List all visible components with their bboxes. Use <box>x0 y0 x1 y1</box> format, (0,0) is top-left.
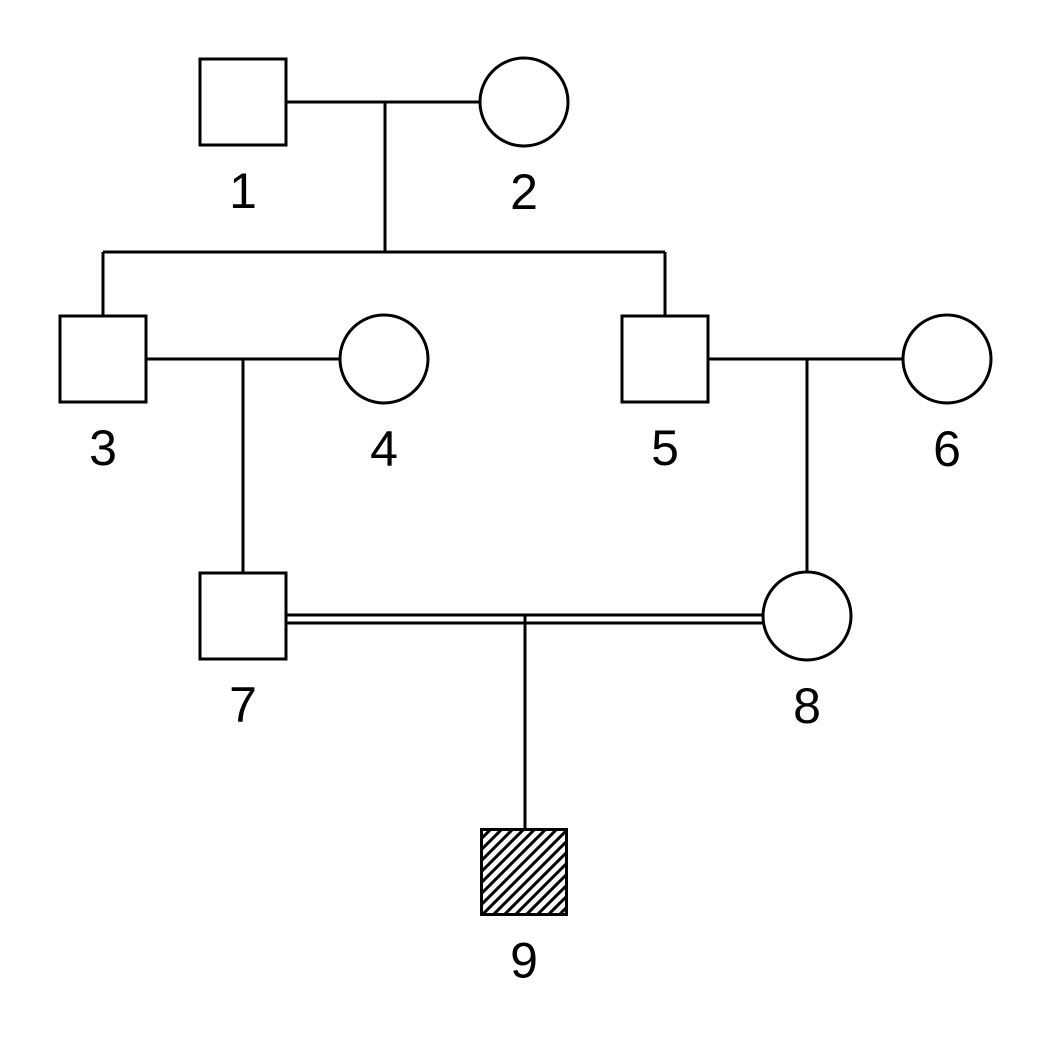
individual-1-label: 1 <box>229 163 257 219</box>
individual-9-male-symbol <box>480 828 568 916</box>
individual-8-label: 8 <box>793 678 821 734</box>
individual-5-male-symbol <box>620 314 710 404</box>
individual-6-female-symbol <box>901 313 993 405</box>
individual-1-male-symbol <box>198 57 288 147</box>
individual-9-label: 9 <box>510 933 538 989</box>
individual-4-female-symbol <box>338 313 430 405</box>
individual-7-label: 7 <box>229 677 257 733</box>
individual-7-male-symbol <box>198 571 288 661</box>
individual-4-label: 4 <box>370 421 398 477</box>
individual-5-label: 5 <box>651 420 679 476</box>
individual-3-label: 3 <box>89 420 117 476</box>
individual-2-label: 2 <box>510 164 538 220</box>
individual-2-female-symbol <box>478 56 570 148</box>
individual-8-female-symbol <box>761 570 853 662</box>
individual-3-male-symbol <box>58 314 148 404</box>
individual-6-label: 6 <box>933 421 961 477</box>
